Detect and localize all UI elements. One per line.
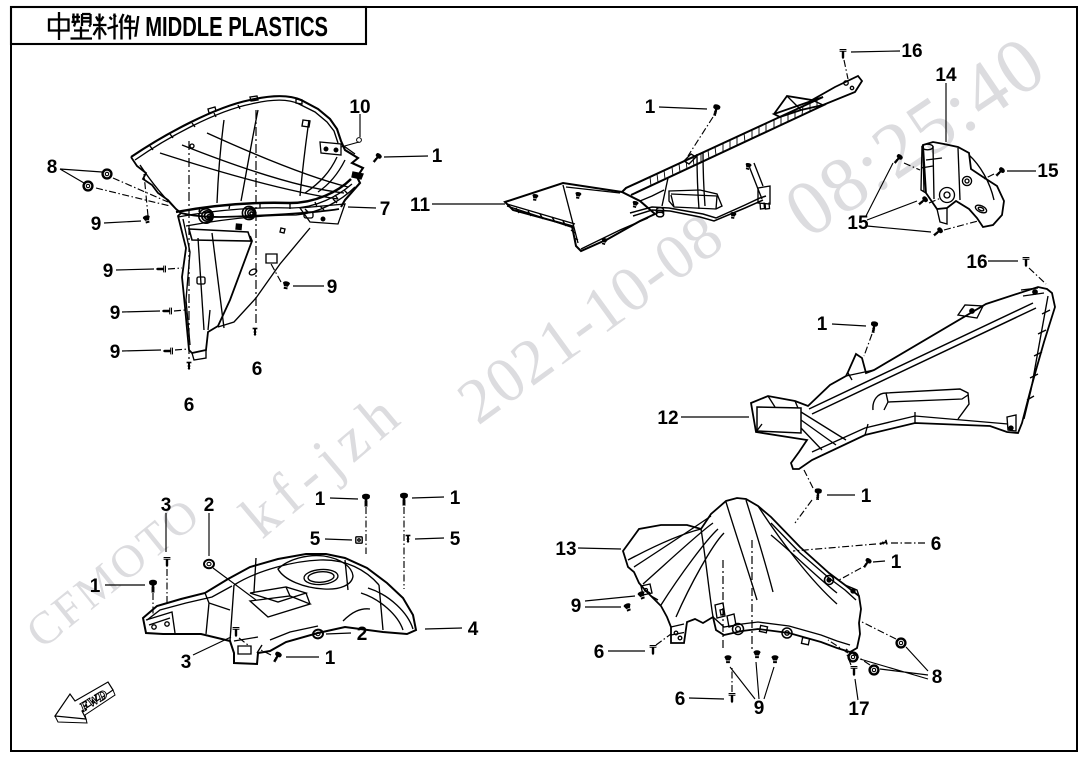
svg-text:6: 6 [252, 359, 263, 380]
svg-text:3: 3 [181, 652, 192, 673]
svg-text:6: 6 [594, 642, 605, 663]
svg-text:13: 13 [555, 539, 576, 560]
svg-text:1: 1 [315, 489, 326, 510]
svg-text:kf-jzh: kf-jzh [228, 376, 417, 550]
svg-text:16: 16 [901, 41, 922, 62]
svg-text:17: 17 [848, 699, 869, 720]
svg-text:16: 16 [966, 252, 987, 273]
svg-text:1: 1 [90, 576, 101, 597]
svg-text:9: 9 [110, 342, 121, 363]
svg-text:3: 3 [161, 495, 172, 516]
svg-text:9: 9 [571, 596, 582, 617]
svg-text:9: 9 [327, 277, 338, 298]
svg-text:2: 2 [204, 495, 215, 516]
svg-text:7: 7 [380, 199, 391, 220]
svg-text:15: 15 [847, 213, 869, 234]
svg-text:5: 5 [310, 529, 321, 550]
svg-text:9: 9 [754, 698, 765, 719]
svg-text:1: 1 [817, 314, 828, 335]
svg-text:CFMOTO: CFMOTO [16, 487, 210, 658]
svg-text:4: 4 [468, 619, 479, 640]
svg-text:1: 1 [432, 146, 443, 167]
svg-text:1: 1 [450, 488, 461, 509]
svg-text:1: 1 [325, 648, 336, 669]
svg-text:8: 8 [932, 667, 943, 688]
svg-text:6: 6 [184, 395, 195, 416]
svg-text:15: 15 [1037, 161, 1059, 182]
svg-text:6: 6 [931, 534, 942, 555]
svg-text:1: 1 [861, 486, 872, 507]
svg-text:8: 8 [47, 157, 58, 178]
svg-text:9: 9 [91, 214, 102, 235]
svg-text:2: 2 [357, 624, 368, 645]
svg-text:5: 5 [450, 529, 461, 550]
svg-text:1: 1 [891, 552, 902, 573]
svg-text:9: 9 [110, 303, 121, 324]
svg-text:2021-10-08: 2021-10-08 [444, 198, 735, 437]
svg-text:11: 11 [410, 195, 431, 216]
svg-text:9: 9 [103, 261, 114, 282]
svg-text:1: 1 [645, 97, 656, 118]
svg-text:/ MIDDLE PLASTICS: / MIDDLE PLASTICS [134, 11, 328, 42]
svg-text:10: 10 [349, 97, 370, 118]
svg-text:14: 14 [935, 65, 957, 86]
svg-text:12: 12 [657, 408, 678, 429]
svg-text:6: 6 [675, 689, 686, 710]
